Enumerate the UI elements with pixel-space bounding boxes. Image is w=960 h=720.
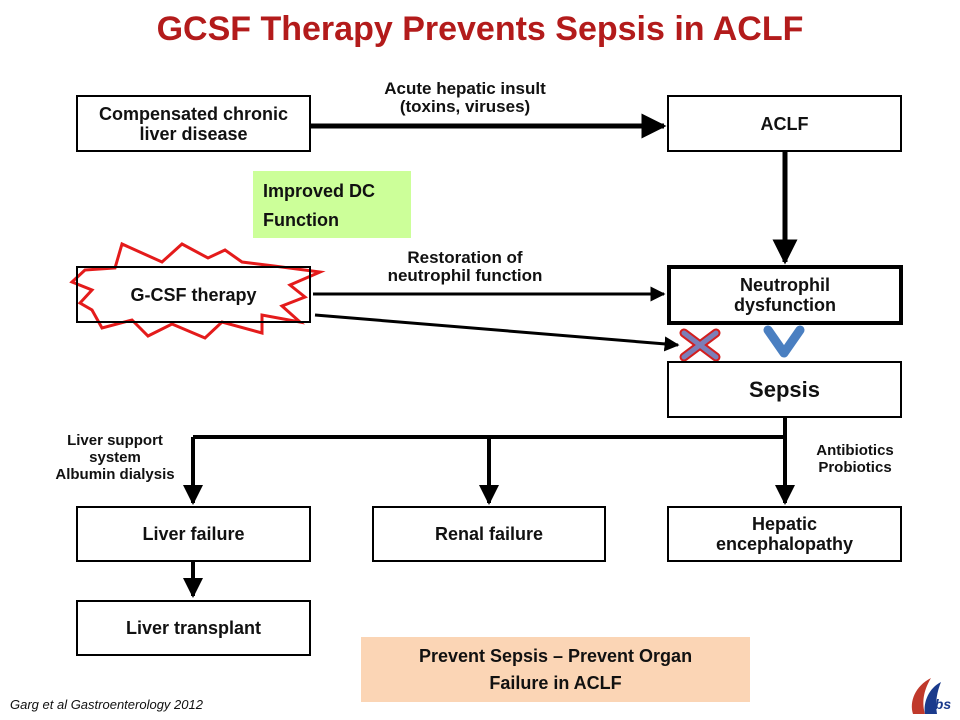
box-label: Renal failure — [434, 524, 544, 544]
ilbs-logo — [911, 678, 941, 714]
box-renal-failure: Renal failure — [372, 506, 606, 562]
box-label: ACLF — [760, 113, 809, 134]
citation: Garg et al Gastroenterology 2012 — [10, 697, 203, 712]
box-label: Liver failure — [142, 524, 245, 544]
block-cross-icon — [679, 328, 721, 362]
label-restoration: Restoration of neutrophil function — [387, 248, 543, 285]
box-liver-failure: Liver failure — [76, 506, 311, 562]
box-label: Hepatic encephalopathy — [715, 514, 854, 554]
chevron-down-icon — [763, 325, 805, 358]
note-improved-dc: Improved DC Function — [253, 171, 411, 238]
arrow-gcsf-to-sepsis — [314, 313, 680, 352]
ilbs-logo-text: ilbs — [927, 696, 952, 712]
box-label: Sepsis — [749, 376, 820, 402]
label-liver-support: Liver support system Albumin dialysis — [55, 432, 175, 483]
note-prevent-sepsis: Prevent Sepsis – Prevent Organ Failure i… — [361, 637, 750, 702]
box-liver-transplant: Liver transplant — [76, 600, 311, 656]
box-label: Neutrophil dysfunction — [734, 275, 836, 315]
box-label: G-CSF therapy — [130, 284, 257, 305]
box-gcsf-therapy: G-CSF therapy — [76, 266, 311, 323]
label-acute-hepatic-insult: Acute hepatic insult (toxins, viruses) — [384, 79, 546, 116]
box-aclf: ACLF — [667, 95, 902, 152]
box-compensated-liver-disease: Compensated chronic liver disease — [76, 95, 311, 152]
box-sepsis: Sepsis — [667, 361, 902, 418]
box-hepatic-encephalopathy: Hepatic encephalopathy — [667, 506, 902, 562]
box-label: Compensated chronic liver disease — [98, 103, 289, 144]
slide-title: GCSF Therapy Prevents Sepsis in ACLF — [156, 10, 804, 48]
box-neutrophil-dysfunction: Neutrophil dysfunction — [667, 265, 903, 325]
label-antibiotics: Antibiotics Probiotics — [816, 442, 894, 476]
box-label: Liver transplant — [125, 618, 262, 638]
connector-sepsis-branch — [193, 418, 787, 439]
